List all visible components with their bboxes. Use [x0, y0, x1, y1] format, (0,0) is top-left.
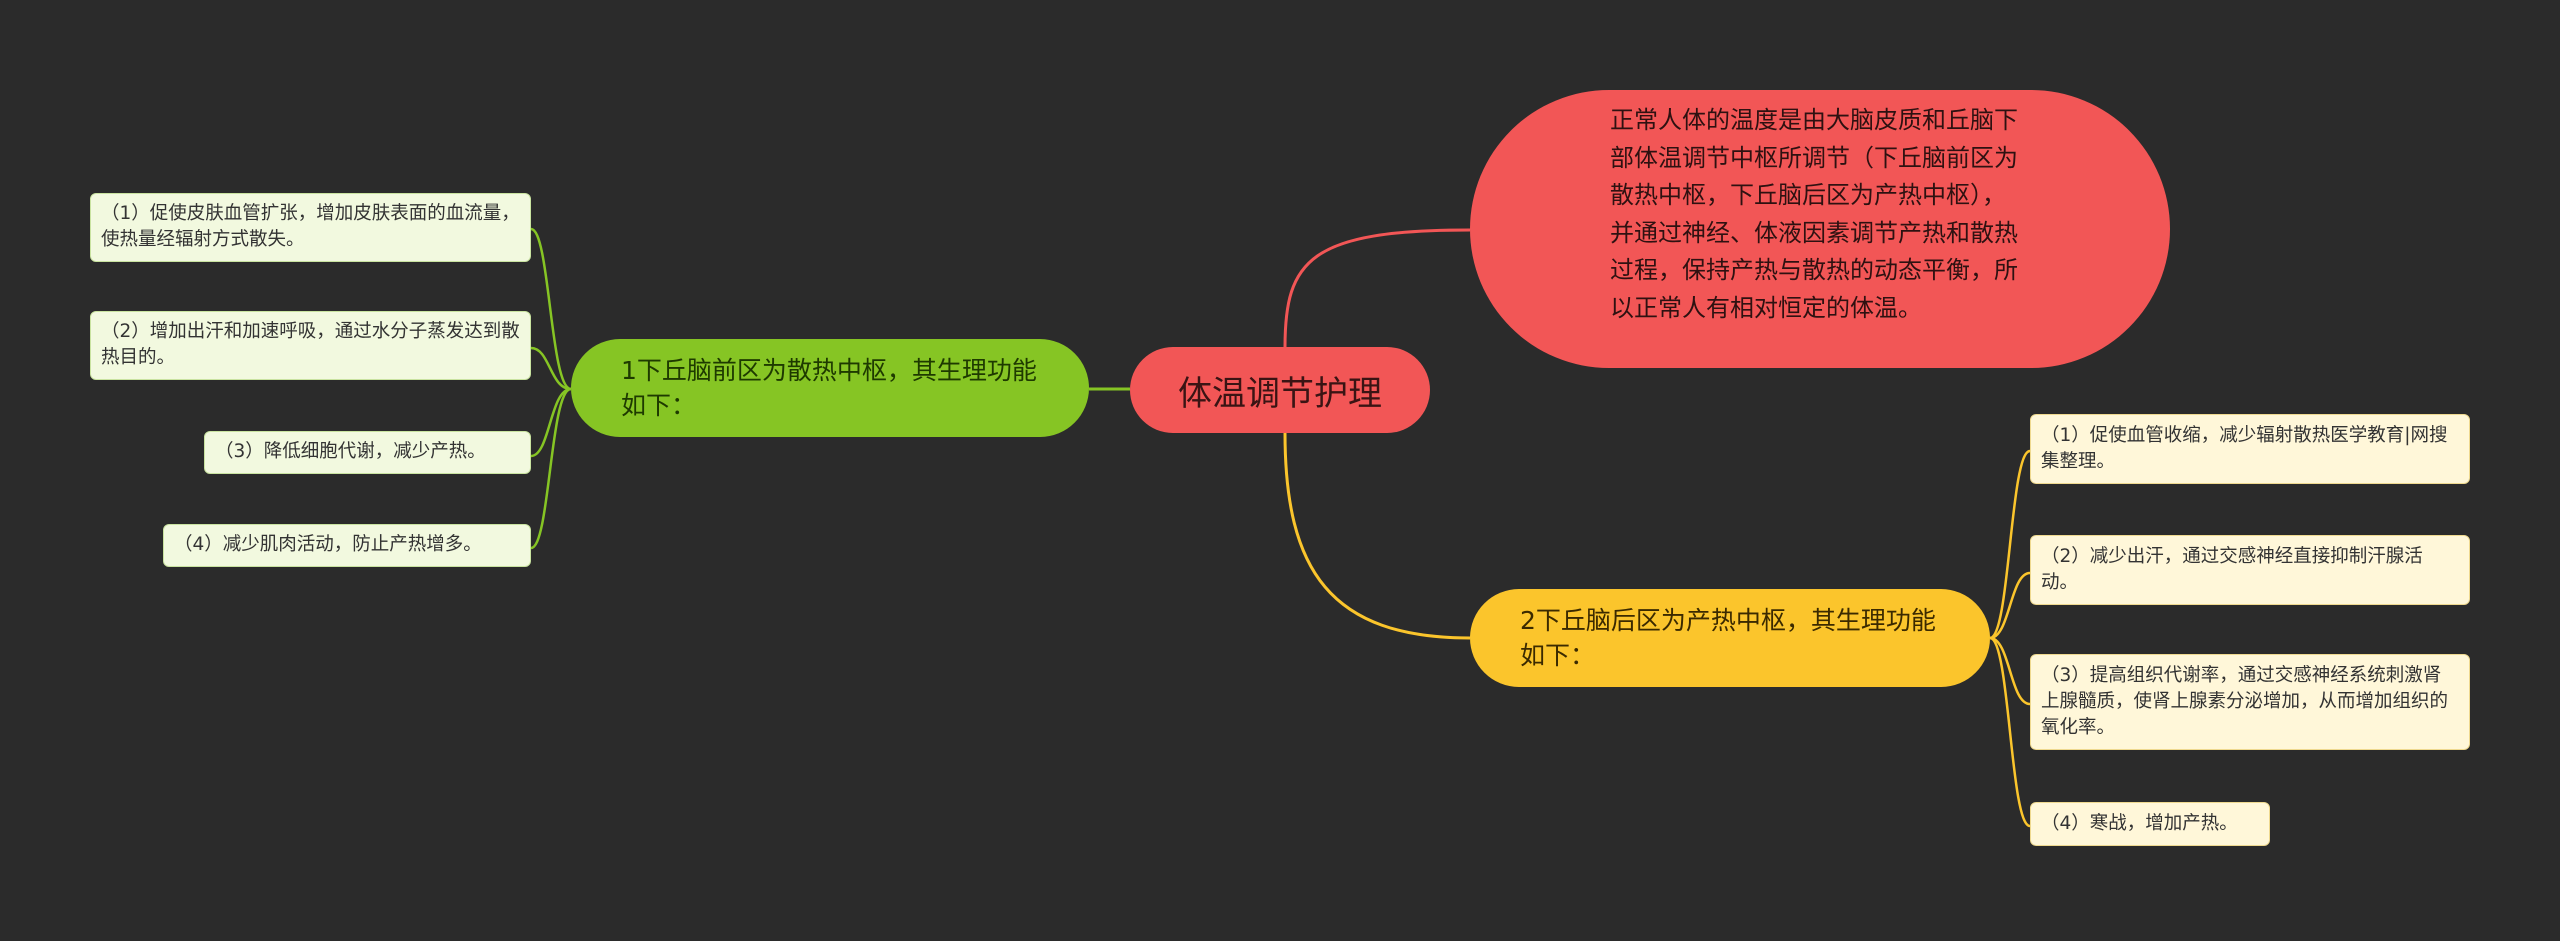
leaf-text: （2）减少出汗，通过交感神经直接抑制汗腺活动。	[2041, 546, 2423, 593]
intro-text: 正常人体的温度是由大脑皮质和丘脑下部体温调节中枢所调节（下丘脑前区为散热中枢，下…	[1610, 106, 2018, 322]
leaf-right-1[interactable]: （1）促使血管收缩，减少辐射散热医学教育|网搜集整理。	[2030, 414, 2470, 484]
leaf-right-3[interactable]: （3）提高组织代谢率，通过交感神经系统刺激肾上腺髓质，使肾上腺素分泌增加，从而增…	[2030, 654, 2470, 750]
leaf-text: （4）寒战，增加产热。	[2041, 813, 2238, 834]
leaf-text: （4）减少肌肉活动，防止产热增多。	[174, 534, 482, 555]
root-label: 体温调节护理	[1178, 373, 1382, 414]
leaf-left-1[interactable]: （1）促使皮肤血管扩张，增加皮肤表面的血流量，使热量经辐射方式散失。	[90, 193, 531, 262]
leaf-right-2[interactable]: （2）减少出汗，通过交感神经直接抑制汗腺活动。	[2030, 535, 2470, 605]
root-node[interactable]: 体温调节护理	[1130, 347, 1430, 433]
branch2-title: 2下丘脑后区为产热中枢，其生理功能如下：	[1520, 606, 1936, 670]
leaf-left-3[interactable]: （3）降低细胞代谢，减少产热。	[204, 431, 531, 474]
leaf-text: （3）提高组织代谢率，通过交感神经系统刺激肾上腺髓质，使肾上腺素分泌增加，从而增…	[2041, 665, 2449, 738]
leaf-text: （1）促使血管收缩，减少辐射散热医学教育|网搜集整理。	[2041, 425, 2448, 472]
branch1-title: 1下丘脑前区为散热中枢，其生理功能如下：	[621, 356, 1037, 420]
leaf-right-4[interactable]: （4）寒战，增加产热。	[2030, 802, 2270, 846]
leaf-text: （3）降低细胞代谢，减少产热。	[215, 441, 486, 462]
leaf-left-4[interactable]: （4）减少肌肉活动，防止产热增多。	[163, 524, 531, 567]
branch-heat-production[interactable]: 2下丘脑后区为产热中枢，其生理功能如下：	[1470, 589, 1990, 687]
leaf-left-2[interactable]: （2）增加出汗和加速呼吸，通过水分子蒸发达到散热目的。	[90, 311, 531, 380]
branch-heat-dissipation[interactable]: 1下丘脑前区为散热中枢，其生理功能如下：	[571, 339, 1089, 437]
leaf-text: （2）增加出汗和加速呼吸，通过水分子蒸发达到散热目的。	[101, 321, 520, 368]
leaf-text: （1）促使皮肤血管扩张，增加皮肤表面的血流量，使热量经辐射方式散失。	[101, 203, 520, 250]
intro-node[interactable]: 正常人体的温度是由大脑皮质和丘脑下部体温调节中枢所调节（下丘脑前区为散热中枢，下…	[1470, 90, 2170, 368]
